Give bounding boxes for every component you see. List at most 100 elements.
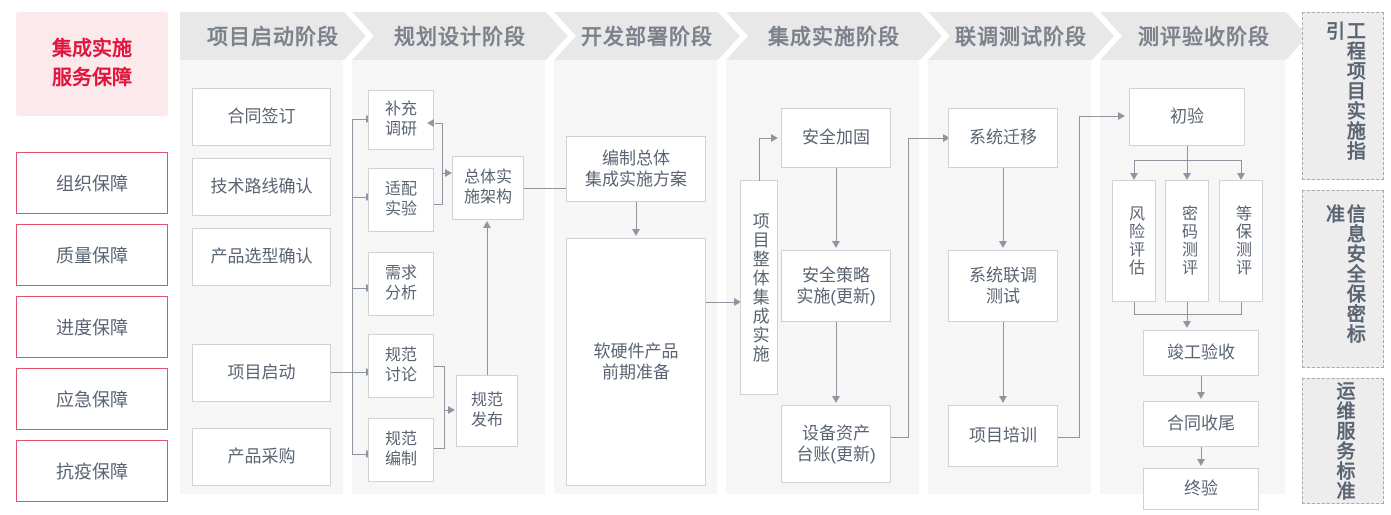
left-rail-item-3[interactable]: 应急保障 <box>16 368 168 430</box>
node-requirement-analysis-line1: 需求 <box>384 265 417 282</box>
node-hardware-software-preparation[interactable]: 软硬件产品 前期准备 <box>566 238 706 486</box>
node-completion-acceptance[interactable]: 竣工验收 <box>1143 330 1259 376</box>
edge-bracket-arch-top-stub <box>435 123 443 125</box>
node-mlps-assessment-label: 等保测评 <box>1233 205 1250 277</box>
node-product-selection-confirm-label: 产品选型确认 <box>210 247 313 267</box>
edge-mlps-down <box>1241 302 1243 315</box>
node-contract-signing[interactable]: 合同签订 <box>192 88 331 146</box>
node-crypto-assessment[interactable]: 密码测评 <box>1165 180 1209 302</box>
edge-crypto-down <box>1187 302 1189 322</box>
stage-header-3[interactable]: 集成实施阶段 <box>726 12 942 60</box>
left-rail-item-0[interactable]: 组织保障 <box>16 152 168 214</box>
left-rail-title-line2: 服务保障 <box>52 67 132 89</box>
node-project-training[interactable]: 项目培训 <box>948 405 1058 467</box>
node-initial-acceptance[interactable]: 初验 <box>1129 88 1245 146</box>
node-security-policy-implementation-line2: 实施(更新) <box>796 287 876 306</box>
arrowhead-spec-release <box>448 406 455 414</box>
node-spec-drafting[interactable]: 规范 编制 <box>368 418 434 482</box>
edge-bracket-release-top-stub <box>434 366 445 368</box>
arrowhead-back-to-supplementary <box>427 119 434 127</box>
left-rail-item-1[interactable]: 质量保障 <box>16 224 168 286</box>
node-adaptation-experiment-line2: 实验 <box>384 201 417 218</box>
arrowhead-arch-from-release <box>483 221 491 228</box>
right-rail-item-2-label: 运维服务标准 <box>1333 381 1355 501</box>
node-product-procurement[interactable]: 产品采购 <box>192 428 331 486</box>
node-overall-project-integration[interactable]: 项目整体集成实施 <box>740 180 778 395</box>
arrowhead-final-acceptance <box>1197 459 1205 466</box>
node-tech-route-confirm[interactable]: 技术路线确认 <box>192 158 331 216</box>
node-hardware-software-preparation-line1: 软硬件产品 <box>593 341 679 361</box>
stage-header-2-label: 开发部署阶段 <box>581 26 713 49</box>
node-contract-closure[interactable]: 合同收尾 <box>1143 401 1259 447</box>
node-spec-release[interactable]: 规范 发布 <box>456 375 518 447</box>
stage-header-4-label: 联调测试阶段 <box>955 26 1087 49</box>
node-security-hardening[interactable]: 安全加固 <box>781 108 891 168</box>
left-rail-item-2[interactable]: 进度保障 <box>16 296 168 358</box>
node-requirement-analysis[interactable]: 需求 分析 <box>368 252 434 316</box>
arrowhead-equipment-ledger <box>832 396 840 403</box>
node-security-policy-implementation-line1: 安全策略 <box>801 265 870 285</box>
node-mlps-assessment[interactable]: 等保测评 <box>1219 180 1263 302</box>
arrowhead-project-training <box>999 396 1007 403</box>
node-system-joint-debug-test[interactable]: 系统联调 测试 <box>948 250 1058 322</box>
edge-bracket-arch-out <box>442 173 446 175</box>
arrowhead-preparation <box>632 229 640 236</box>
node-spec-release-line1: 规范 <box>470 392 503 409</box>
edge-bracket-arch-vertical <box>442 123 444 205</box>
node-security-policy-implementation[interactable]: 安全策略 实施(更新) <box>781 250 891 322</box>
left-rail-item-2-label: 进度保障 <box>56 318 128 338</box>
node-project-kickoff[interactable]: 项目启动 <box>192 344 331 402</box>
edge-integration-riser <box>759 138 761 181</box>
node-overall-integration-scheme[interactable]: 编制总体 集成实施方案 <box>566 136 706 202</box>
edge-joint-test-to-training <box>1003 322 1005 397</box>
left-rail-item-4[interactable]: 抗疫保障 <box>16 440 168 502</box>
edge-ledger-right <box>891 437 909 439</box>
stage-header-4[interactable]: 联调测试阶段 <box>928 12 1114 60</box>
node-system-migration[interactable]: 系统迁移 <box>948 108 1058 168</box>
node-adaptation-experiment[interactable]: 适配 实验 <box>368 168 434 232</box>
node-spec-release-line2: 发布 <box>470 412 503 429</box>
arrowhead-risk-assessment <box>1130 173 1138 180</box>
right-rail-item-0[interactable]: 工程项目实施指引 <box>1302 12 1384 180</box>
right-rail-item-0-label: 工程项目实施指引 <box>1323 21 1365 161</box>
edge-bracket-release-bottom-stub <box>434 448 445 450</box>
node-spec-discussion-line2: 讨论 <box>384 367 417 384</box>
node-spec-discussion[interactable]: 规范 讨论 <box>368 334 434 398</box>
node-overall-implementation-architecture-line1: 总体实 <box>463 169 512 186</box>
node-product-selection-confirm[interactable]: 产品选型确认 <box>192 228 331 286</box>
node-contract-closure-label: 合同收尾 <box>1167 414 1235 434</box>
stage-header-3-label: 集成实施阶段 <box>768 26 900 49</box>
edge-ledger-riser <box>908 138 910 438</box>
node-final-acceptance[interactable]: 终验 <box>1143 468 1259 510</box>
node-overall-integration-scheme-line2: 集成实施方案 <box>585 170 687 189</box>
left-rail-item-4-label: 抗疫保障 <box>56 462 128 482</box>
right-rail-item-1-label: 信息安全保密标准 <box>1323 204 1365 344</box>
stage-header-1[interactable]: 规划设计阶段 <box>352 12 568 60</box>
arrowhead-arch <box>445 169 452 177</box>
edge-kickoff-trunk <box>331 372 353 374</box>
node-risk-assessment-label: 风险评估 <box>1126 205 1143 277</box>
node-overall-integration-scheme-line1: 编制总体 <box>602 148 670 168</box>
node-spec-drafting-line2: 编制 <box>384 451 417 468</box>
arrowhead-crypto-assessment <box>1183 173 1191 180</box>
arrowhead-final-inspection <box>1183 321 1191 328</box>
stage-header-5-label: 测评验收阶段 <box>1138 26 1270 49</box>
edge-bus-to-crypto <box>1187 160 1189 174</box>
node-equipment-asset-ledger[interactable]: 设备资产 台账(更新) <box>781 405 891 483</box>
stage-header-5[interactable]: 测评验收阶段 <box>1100 12 1308 60</box>
node-risk-assessment[interactable]: 风险评估 <box>1112 180 1156 302</box>
stage-header-0[interactable]: 项目启动阶段 <box>180 12 366 60</box>
stage-header-2[interactable]: 开发部署阶段 <box>554 12 740 60</box>
right-rail-item-1[interactable]: 信息安全保密标准 <box>1302 190 1384 368</box>
node-supplementary-research[interactable]: 补充 调研 <box>368 90 434 150</box>
edge-migration-to-joint-test <box>1003 168 1005 242</box>
edge-distribution-bus <box>352 119 354 454</box>
edge-bus-to-spec-discussion <box>352 372 367 374</box>
edge-hardening-to-policy <box>836 168 838 242</box>
left-rail-item-3-label: 应急保障 <box>56 390 128 410</box>
right-rail-item-2[interactable]: 运维服务标准 <box>1302 378 1384 504</box>
node-overall-implementation-architecture[interactable]: 总体实 施架构 <box>452 156 524 220</box>
stage-header-1-label: 规划设计阶段 <box>394 26 526 49</box>
node-project-kickoff-label: 项目启动 <box>227 363 296 383</box>
